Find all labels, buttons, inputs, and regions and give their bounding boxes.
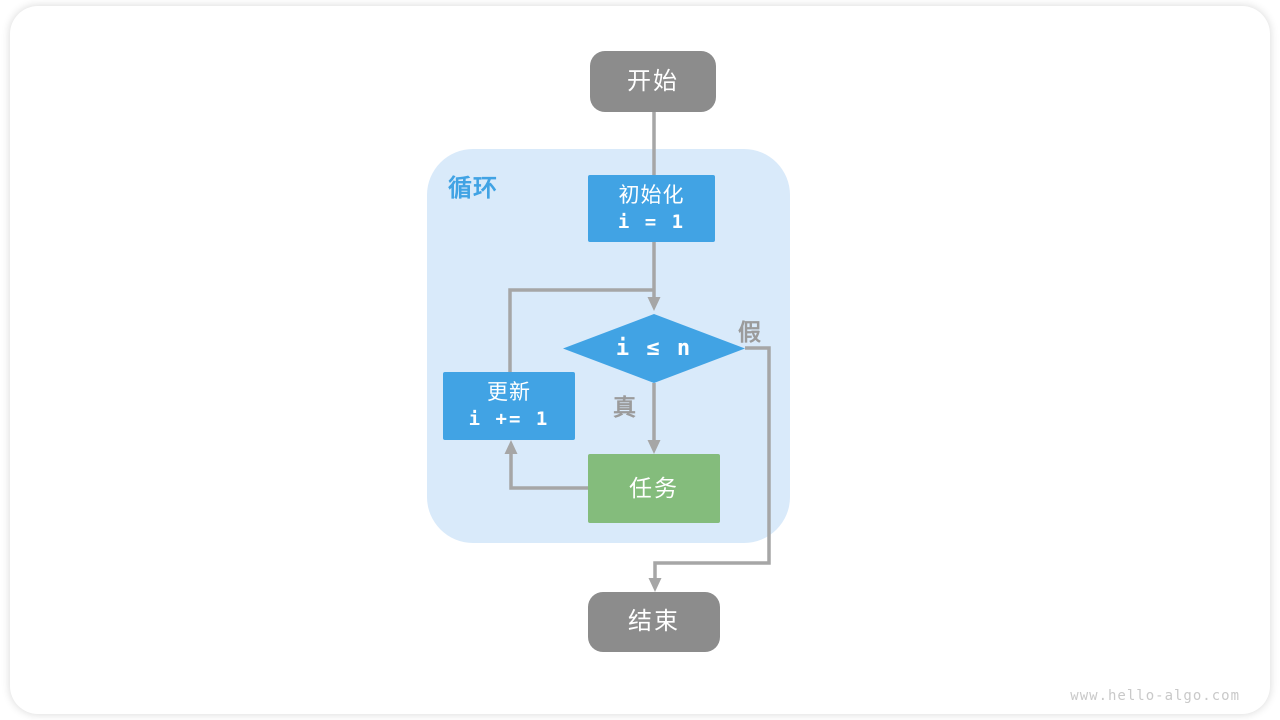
loop-container-label: 循环	[448, 175, 498, 202]
node-end-label: 结束	[628, 608, 680, 635]
node-start-label: 开始	[627, 67, 679, 95]
branch-label-true: 真	[613, 394, 636, 420]
node-update-code: i += 1	[468, 408, 550, 431]
node-end: 结束	[588, 592, 720, 652]
node-start: 开始	[590, 51, 716, 112]
node-task-label: 任务	[629, 475, 679, 502]
watermark: www.hello-algo.com	[1070, 688, 1240, 704]
node-condition-label: i ≤ n	[615, 336, 693, 361]
node-update: 更新 i += 1	[443, 372, 575, 440]
branch-label-false: 假	[738, 319, 761, 345]
node-init-label: 初始化	[618, 183, 685, 207]
node-init-code: i = 1	[617, 210, 686, 233]
arrowhead-into-end	[648, 578, 662, 592]
node-task: 任务	[588, 454, 720, 523]
node-condition: i ≤ n	[563, 314, 745, 383]
node-init: 初始化 i = 1	[588, 175, 715, 242]
node-update-label: 更新	[487, 381, 531, 404]
